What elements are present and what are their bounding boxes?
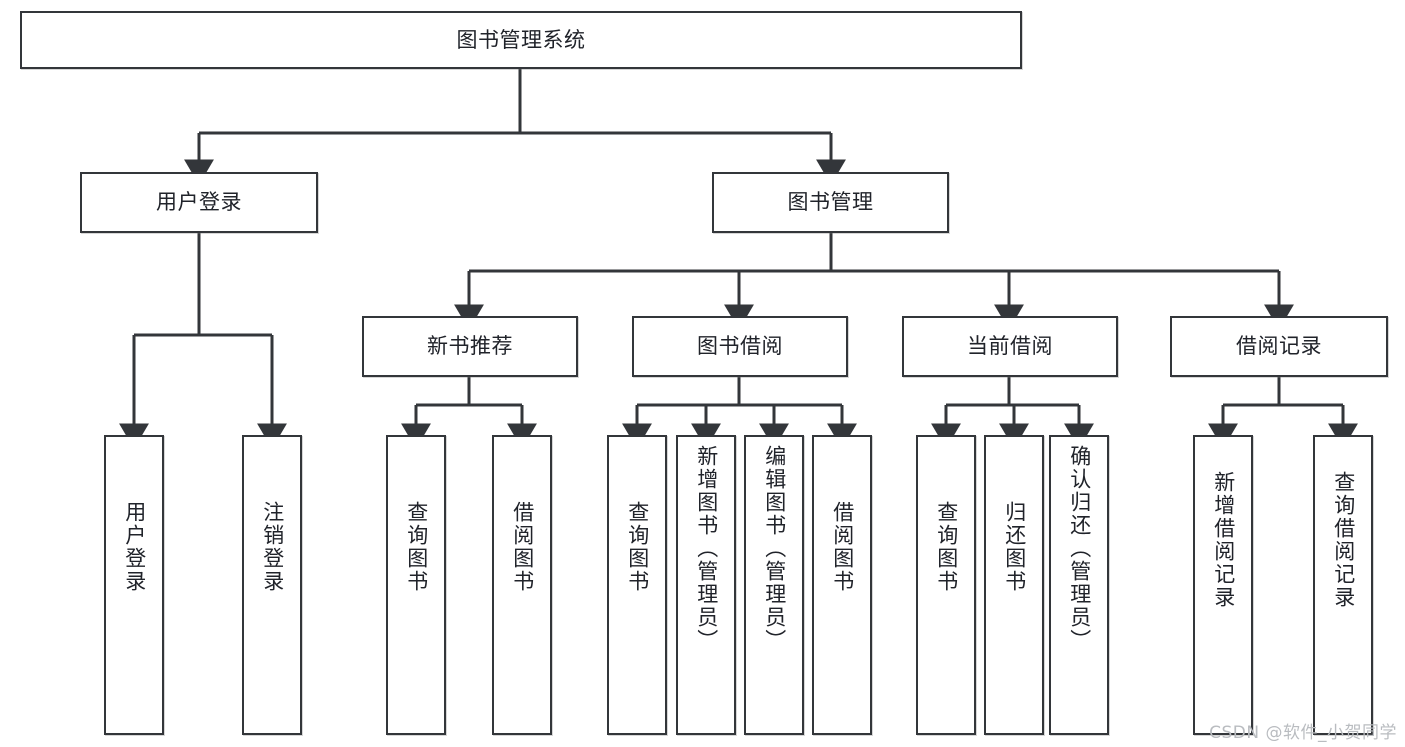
node-new-book-recommend[interactable]: 新书推荐 xyxy=(362,316,578,377)
node-leaf-confirm-return-admin[interactable]: 确认归还（管理员） xyxy=(1049,435,1109,735)
node-book-management[interactable]: 图书管理 xyxy=(712,172,949,233)
node-root-book-management-system[interactable]: 图书管理系统 xyxy=(20,11,1022,69)
node-leaf-query-book-recommend[interactable]: 查询图书 xyxy=(386,435,446,735)
node-leaf-query-book-current[interactable]: 查询图书 xyxy=(916,435,976,735)
node-label: 新增借阅记录 xyxy=(1211,471,1236,609)
node-label: 注销登录 xyxy=(260,501,285,593)
node-user-login[interactable]: 用户登录 xyxy=(80,172,318,233)
node-label: 归还图书 xyxy=(1002,501,1027,593)
node-leaf-logout-login[interactable]: 注销登录 xyxy=(242,435,302,735)
node-label: 借阅图书 xyxy=(510,501,535,593)
node-leaf-add-book-admin[interactable]: 新增图书（管理员） xyxy=(676,435,736,735)
node-label: 图书管理系统 xyxy=(456,27,586,52)
node-label: 确认归还（管理员） xyxy=(1067,445,1092,652)
node-label: 查询图书 xyxy=(934,501,959,593)
node-leaf-borrow-book-recommend[interactable]: 借阅图书 xyxy=(492,435,552,735)
node-label: 图书管理 xyxy=(787,190,874,215)
node-current-borrow[interactable]: 当前借阅 xyxy=(902,316,1118,377)
node-label: 查询借阅记录 xyxy=(1331,471,1356,609)
node-borrow-record[interactable]: 借阅记录 xyxy=(1170,316,1388,377)
node-leaf-query-book-borrow[interactable]: 查询图书 xyxy=(607,435,667,735)
node-book-borrow[interactable]: 图书借阅 xyxy=(632,316,848,377)
node-label: 查询图书 xyxy=(404,501,429,593)
node-label: 新书推荐 xyxy=(427,334,513,359)
node-label: 借阅图书 xyxy=(830,501,855,593)
node-label: 查询图书 xyxy=(625,501,650,593)
node-label: 新增图书（管理员） xyxy=(694,445,719,652)
node-leaf-edit-book-admin[interactable]: 编辑图书（管理员） xyxy=(744,435,804,735)
node-label: 编辑图书（管理员） xyxy=(762,445,787,652)
node-leaf-user-login[interactable]: 用户登录 xyxy=(104,435,164,735)
node-label: 当前借阅 xyxy=(967,334,1053,359)
node-leaf-query-borrow-record[interactable]: 查询借阅记录 xyxy=(1313,435,1373,735)
node-label: 用户登录 xyxy=(122,501,147,593)
node-label: 借阅记录 xyxy=(1236,334,1322,359)
node-label: 用户登录 xyxy=(156,190,242,215)
csdn-watermark: CSDN @软件_小贺同学 xyxy=(1209,723,1397,743)
node-leaf-return-book[interactable]: 归还图书 xyxy=(984,435,1044,735)
node-label: 图书借阅 xyxy=(697,334,783,359)
node-leaf-borrow-book[interactable]: 借阅图书 xyxy=(812,435,872,735)
node-leaf-add-borrow-record[interactable]: 新增借阅记录 xyxy=(1193,435,1253,735)
